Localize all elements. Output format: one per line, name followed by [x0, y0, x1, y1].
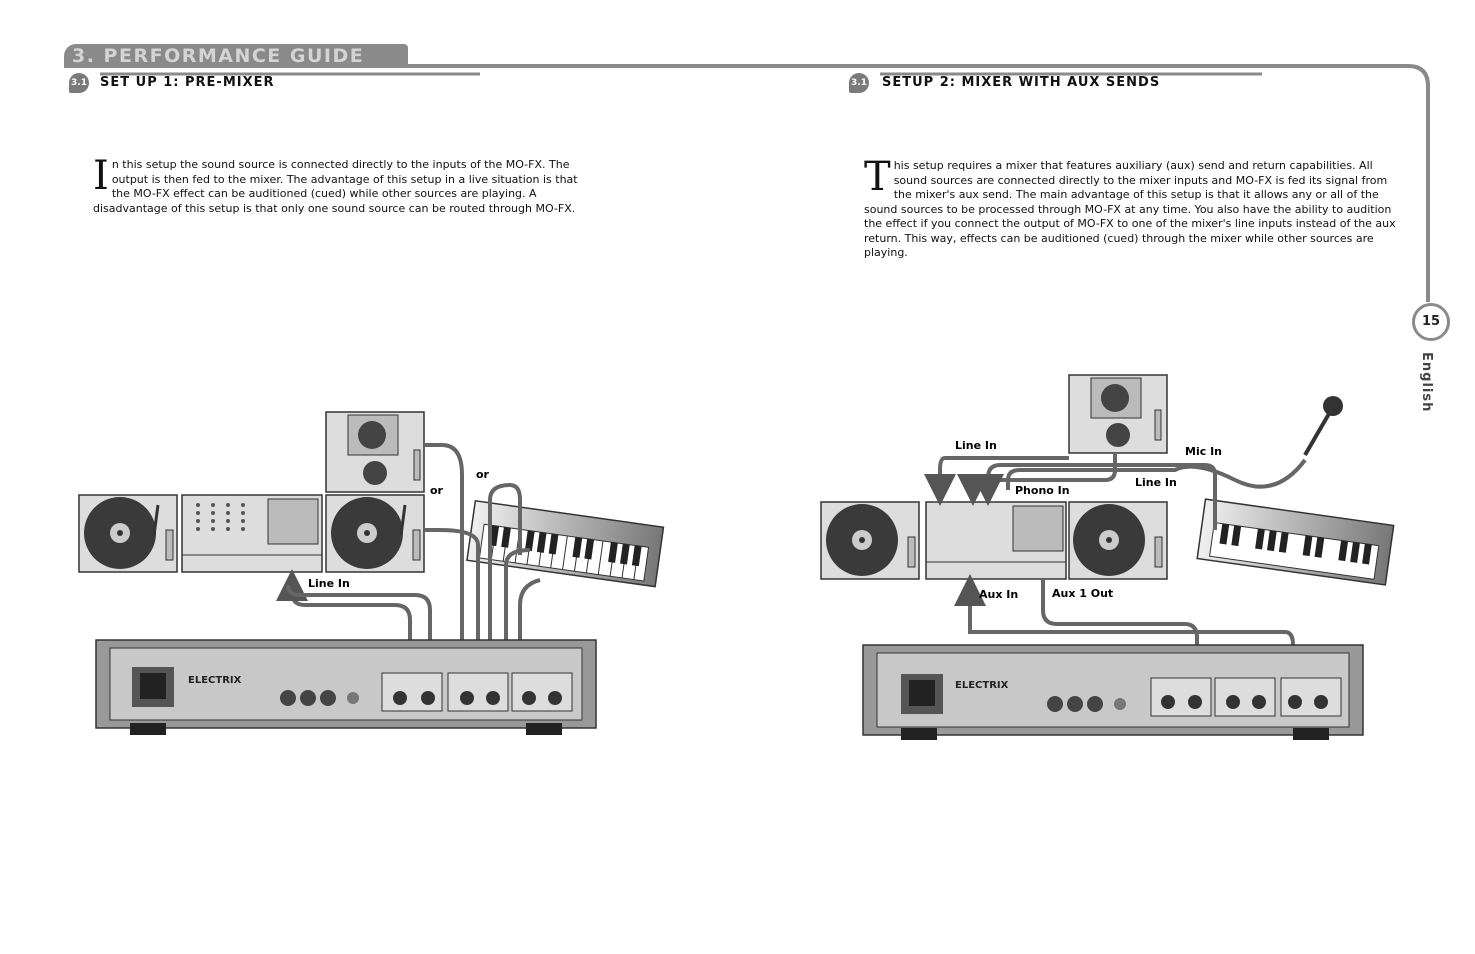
mixer-icon [925, 501, 1067, 580]
label-aux-in: Aux In [979, 588, 1018, 601]
label-line-in: Line In [955, 439, 997, 452]
mixer-icon [181, 494, 323, 573]
cd-player-icon [1068, 374, 1168, 454]
drop-cap: I [93, 153, 109, 199]
body-text: his setup requires a mixer that features… [864, 159, 1396, 259]
section-badge: 3.1 [69, 73, 89, 93]
microphone-icon [1303, 396, 1343, 457]
chapter-tab [64, 44, 408, 68]
label-aux-out: Aux 1 Out [1052, 587, 1113, 600]
turntable-left-icon [820, 501, 920, 580]
label-mic-in: Mic In [1185, 445, 1222, 458]
chapter-title: 3. PERFORMANCE GUIDE [72, 45, 365, 67]
setup2-diagram: Line In Mic In Phono In Line In Aux In A… [820, 374, 1395, 740]
turntable-left-icon [78, 494, 178, 573]
turntable-right-icon [1068, 501, 1168, 580]
section-badge: 3.1 [849, 73, 869, 93]
drop-cap: T [864, 154, 891, 200]
label-or: or [430, 484, 444, 497]
mofx-rack-icon: ELECTRIX [862, 644, 1364, 740]
setup1-diagram: Line In or or ELECTRIX [78, 411, 665, 735]
section-title: SETUP 2: MIXER WITH AUX SENDS [882, 75, 1161, 90]
turntable-right-icon [325, 494, 425, 573]
label-or: or [476, 468, 490, 481]
section-title: SET UP 1: PRE-MIXER [100, 75, 275, 90]
label-line-in: Line In [308, 577, 350, 590]
page-number: 15 [1412, 303, 1450, 341]
keyboard-icon [466, 499, 665, 588]
body-text: n this setup the sound source is connect… [93, 158, 578, 215]
label-phono-in: Phono In [1015, 484, 1070, 497]
brand-label: ELECTRIX [955, 680, 1009, 691]
keyboard-icon [1196, 498, 1395, 586]
mofx-rack-icon: ELECTRIX [95, 639, 597, 735]
language-label: English [1419, 352, 1434, 413]
label-line-in: Line In [1135, 476, 1177, 489]
cd-player-icon [325, 411, 425, 493]
brand-label: ELECTRIX [188, 675, 242, 686]
